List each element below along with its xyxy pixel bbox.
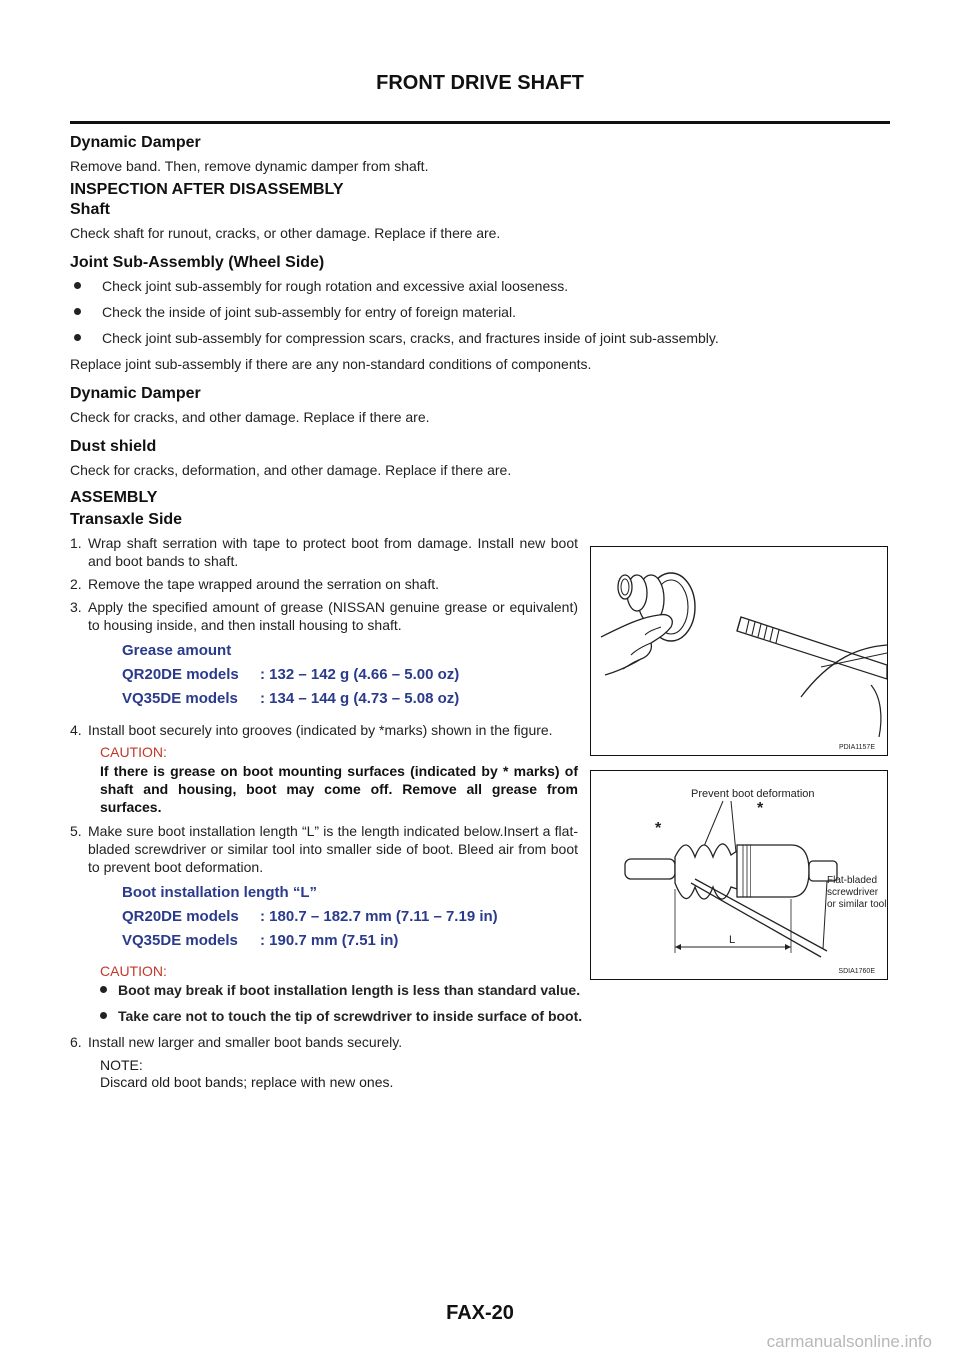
page-number: FAX-20 — [446, 1302, 514, 1324]
assembly-steps: 1.Wrap shaft serration with tape to prot… — [70, 534, 578, 876]
spec-title: Grease amount — [122, 642, 232, 659]
figure-boot-length: Prevent boot deformation * * Fla — [590, 770, 888, 980]
section-heading-dust-shield: Dust shield — [70, 438, 157, 455]
section-heading-transaxle-side: Transaxle Side — [70, 511, 183, 528]
svg-text:Flat-bladed: Flat-bladed — [827, 875, 877, 886]
step-1: 1.Wrap shaft serration with tape to prot… — [70, 535, 578, 569]
bullet-dot-icon — [100, 1012, 107, 1019]
caution-bullet-2: Take care not to touch the tip of screwd… — [100, 1007, 890, 1025]
page-content: Dynamic Damper Remove band. Then, remove… — [70, 124, 890, 1091]
step-4: 4.Install boot securely into grooves (in… — [70, 722, 553, 738]
step-6: 6.Install new larger and smaller boot ba… — [70, 1034, 403, 1050]
boot-shaft-illustration — [600, 572, 887, 738]
section-heading-assembly: ASSEMBLY — [70, 489, 158, 506]
paragraph-damper-removal: Remove band. Then, remove dynamic damper… — [70, 158, 429, 174]
figure-code: SDIA1760E — [838, 968, 875, 975]
caution-label: CAUTION: — [100, 963, 167, 979]
bullet-dot-icon — [74, 334, 81, 341]
watermark: carmanualsonline.info — [766, 1332, 932, 1351]
section-heading-inspection: INSPECTION AFTER DISASSEMBLY — [70, 181, 344, 198]
prevent-deformation-label: Prevent boot deformation — [691, 788, 815, 800]
svg-text:or similar tool: or similar tool — [827, 899, 886, 910]
section-heading-dynamic-damper: Dynamic Damper — [70, 134, 201, 151]
section-heading-joint: Joint Sub-Assembly (Wheel Side) — [70, 254, 325, 271]
svg-text:*: * — [757, 800, 764, 817]
spec-row: VQ35DE models: 134 – 144 g (4.73 – 5.08 … — [122, 690, 460, 707]
bullet-dot-icon — [100, 986, 107, 993]
step-5: 5.Make sure boot installation length “L”… — [70, 823, 578, 875]
spec-title: Boot installation length “L” — [122, 884, 317, 901]
bullet-dot-icon — [74, 308, 81, 315]
spec-row: QR20DE models: 180.7 – 182.7 mm (7.11 – … — [122, 908, 498, 925]
section-heading-damper-inspection: Dynamic Damper — [70, 385, 201, 402]
svg-text:screwdriver: screwdriver — [827, 887, 879, 898]
boot-length-illustration: Prevent boot deformation * * Fla — [624, 788, 886, 958]
joint-bullet-1: Check joint sub-assembly for rough rotat… — [70, 277, 890, 295]
paragraph-shaft: Check shaft for runout, cracks, or other… — [70, 225, 501, 241]
note-text: Discard old boot bands; replace with new… — [100, 1074, 394, 1090]
header-rule — [70, 121, 890, 124]
section-heading-shaft: Shaft — [70, 201, 110, 218]
joint-bullet-2: Check the inside of joint sub-assembly f… — [70, 303, 890, 321]
spec-row: QR20DE models: 132 – 142 g (4.66 – 5.00 … — [122, 666, 460, 683]
paragraph-joint-note: Replace joint sub-assembly if there are … — [70, 356, 592, 372]
svg-text:L: L — [729, 934, 735, 946]
bullet-dot-icon — [74, 282, 81, 289]
boot-length-spec: Boot installation length “L” QR20DE mode… — [122, 881, 890, 953]
caution-bullet-1: Boot may break if boot installation leng… — [100, 981, 890, 999]
paragraph-damper-inspection: Check for cracks, and other damage. Repl… — [70, 409, 430, 425]
figure-boot-on-shaft: PDIA1157E — [590, 546, 888, 756]
paragraph-dust-shield: Check for cracks, deformation, and other… — [70, 462, 512, 478]
svg-text:*: * — [655, 820, 662, 837]
step-2: 2.Remove the tape wrapped around the ser… — [70, 576, 439, 592]
caution-label: CAUTION: — [100, 744, 167, 760]
joint-bullet-3: Check joint sub-assembly for compression… — [70, 329, 890, 347]
page-title: FRONT DRIVE SHAFT — [376, 72, 584, 94]
figure-code: PDIA1157E — [838, 744, 875, 751]
spec-row: VQ35DE models: 190.7 mm (7.51 in) — [122, 932, 399, 949]
step-3: 3.Apply the specified amount of grease (… — [70, 599, 578, 633]
assembly-block: 1.Wrap shaft serration with tape to prot… — [70, 534, 890, 1091]
note-label: NOTE: — [100, 1057, 143, 1073]
grease-amount-spec: Grease amount QR20DE models: 132 – 142 g… — [122, 639, 578, 711]
caution-text: If there is grease on boot mounting surf… — [100, 763, 578, 815]
